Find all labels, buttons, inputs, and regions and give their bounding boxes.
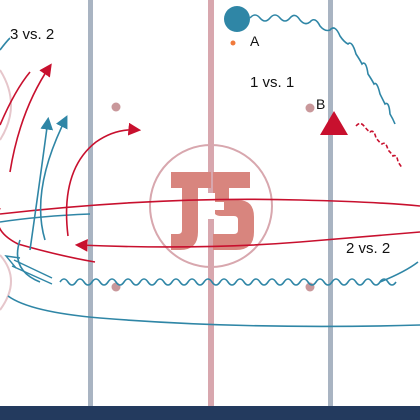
- offense-lane-lower: [74, 231, 420, 252]
- blue-line-right: [328, 0, 333, 406]
- bottom-border: [0, 406, 420, 420]
- defense-skating-path-top: [249, 14, 396, 125]
- label-1v1: 1 vs. 1: [250, 74, 295, 91]
- player-b-triangle-icon: [320, 111, 348, 135]
- defense-lane-lower: [7, 295, 420, 328]
- blue-line-left: [88, 0, 93, 406]
- defense-skating-path-2v2: [59, 278, 397, 286]
- faceoff-dot: [305, 103, 315, 113]
- offense-arrow-curl: [65, 122, 142, 237]
- offense-arrow-3v2: [9, 63, 52, 173]
- pass-line-double: [11, 265, 53, 285]
- faceoff-dot: [111, 282, 121, 292]
- defense-arrow-3v2: [39, 115, 68, 241]
- left-faceoff-circle-bottom: [0, 254, 12, 311]
- label-2v2: 2 vs. 2: [346, 240, 391, 257]
- label-player-b: B: [316, 96, 326, 112]
- puck-icon: [230, 40, 236, 46]
- faceoff-dot: [111, 102, 121, 112]
- left-faceoff-circle-top: [0, 69, 12, 141]
- player-a-marker: [224, 6, 250, 32]
- label-player-a: A: [250, 33, 260, 49]
- offense-arrow-3v2: [0, 71, 31, 126]
- offense-puck-carry-path: [355, 122, 403, 169]
- js-cross-logo-icon: [171, 172, 254, 250]
- label-3v2: 3 vs. 2: [10, 26, 55, 43]
- defense-arrow-3v2: [29, 116, 54, 251]
- offense-lane-upper: [0, 198, 420, 215]
- defense-lane-loop: [16, 239, 41, 283]
